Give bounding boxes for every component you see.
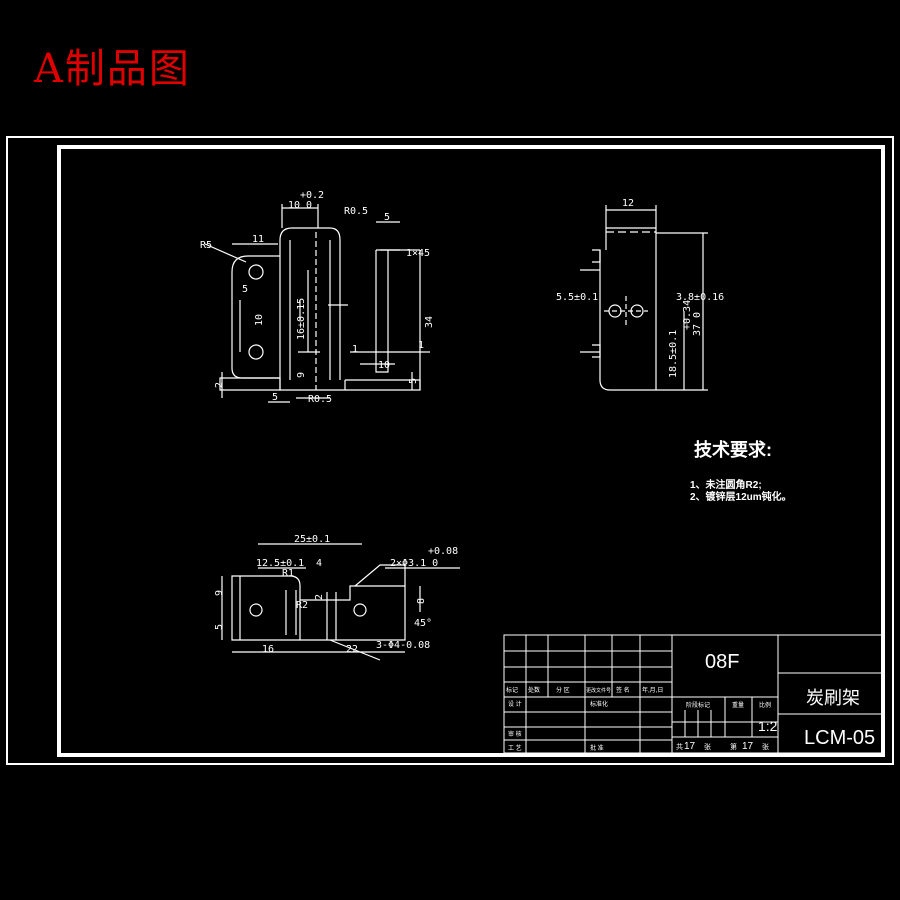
col-header: 年,月,日: [642, 686, 663, 694]
dim-label: 45°: [414, 618, 432, 629]
dim-label: 25±0.1: [294, 534, 330, 545]
dim-label: 11: [252, 234, 264, 245]
dim-label: 4: [316, 558, 322, 569]
dim-label: 16±0.15: [296, 298, 307, 340]
technical-notes: 技术要求: 1、未注圆角R2; 2、镀锌层12um钝化。: [690, 439, 792, 503]
dim-label: +0.08: [428, 546, 458, 557]
row-label: 设 计: [508, 700, 522, 708]
dim-label: 1: [418, 340, 424, 351]
dim-label: 5.5±0.1: [556, 292, 598, 303]
col-header: 更改文件号: [586, 687, 611, 694]
dim-label: 2: [214, 382, 225, 388]
dim-label: 1: [352, 344, 358, 355]
dim-label: 16: [262, 644, 274, 655]
dim-label: 3.8±0.16: [676, 292, 724, 303]
dim-label: 8: [416, 598, 427, 604]
dim-label: +0.34: [682, 300, 693, 330]
approve-label: 批 准: [590, 744, 604, 752]
note-item: 2、镀锌层12um钝化。: [690, 490, 792, 503]
col-header: 分 区: [556, 686, 570, 694]
dim-label: 1×45: [406, 248, 430, 259]
dim-label: 22: [346, 644, 358, 655]
sheet-total-prefix: 共: [676, 742, 683, 751]
dim-label: R2: [296, 600, 308, 611]
dim-label: 5: [214, 624, 225, 630]
dim-label: 12: [622, 198, 634, 209]
dim-label: 9: [296, 372, 307, 378]
view3-dimension-texts: 25±0.1 12.5±0.1 4 R1 2×Φ3.1 0 +0.08 9 R2…: [214, 534, 458, 655]
material-text: 08F: [705, 651, 739, 673]
note-item: 1、未注圆角R2;: [690, 478, 762, 491]
dim-label: 37 0: [692, 312, 703, 336]
sheet-no-suffix: 张: [762, 742, 769, 751]
col-header: 标记: [506, 686, 518, 694]
dim-label: 12.5±0.1: [256, 558, 304, 569]
dim-label: 18.5±0.1: [668, 330, 679, 378]
row-label: 工 艺: [508, 744, 522, 752]
dim-label: 5: [408, 378, 419, 384]
stage-label: 阶段标记: [686, 701, 710, 709]
std-label: 标准化: [590, 700, 608, 708]
dim-label: 5: [242, 284, 248, 295]
dim-label: +0.2: [300, 190, 324, 201]
bottom-view: [221, 543, 460, 661]
dim-label: R1: [282, 568, 294, 579]
front-view: [204, 204, 430, 403]
col-header: 处数: [528, 686, 540, 694]
dim-label: 5: [384, 212, 390, 223]
dim-label: R0.5: [344, 206, 368, 217]
dim-label: 2×Φ3.1 0: [390, 558, 438, 569]
sheet-no-prefix: 第: [730, 742, 737, 751]
col-header: 签 名: [616, 686, 630, 694]
sheet-no: 17: [742, 741, 754, 752]
dim-label: 10: [378, 360, 390, 371]
dim-label: 2: [314, 594, 325, 600]
side-view: [580, 205, 708, 391]
dim-label: 10 0: [288, 200, 312, 211]
part-name-text: 炭刷架: [806, 688, 860, 708]
dim-label: 9: [214, 590, 225, 596]
scale-text: 1:2: [758, 718, 778, 734]
dim-label: 10: [254, 314, 265, 326]
dim-label: 34: [424, 316, 435, 328]
scale-label: 比例: [759, 701, 771, 709]
outer-frame: [6, 136, 894, 765]
weight-label: 重量: [732, 701, 744, 709]
sheet-total-suffix: 张: [704, 742, 711, 751]
view2-dimension-texts: 12 5.5±0.1 3.8±0.16 +0.34 37 0 18.5±0.1: [556, 198, 724, 378]
page-title: A制品图: [34, 46, 191, 92]
view1-dimension-texts: +0.2 10 0 R0.5 5 1×45 11 R5 5 10 16±0.15…: [200, 190, 435, 405]
sheet-total: 17: [684, 741, 696, 752]
row-label: 审 核: [508, 730, 522, 738]
title-block-texts: 08F 炭刷架 LCM-05 1:2 阶段标记 重量 比例 共 17 张 第 1…: [506, 651, 875, 752]
dim-label: R5: [200, 240, 212, 251]
dim-label: R0.5: [308, 394, 332, 405]
notes-heading: 技术要求:: [694, 439, 772, 460]
inner-frame: [57, 145, 885, 757]
dim-label: 5: [272, 392, 278, 403]
drawing-number-text: LCM-05: [804, 727, 875, 749]
dim-label: 3-Φ4-0.08: [376, 640, 430, 651]
title-block: [503, 634, 883, 754]
